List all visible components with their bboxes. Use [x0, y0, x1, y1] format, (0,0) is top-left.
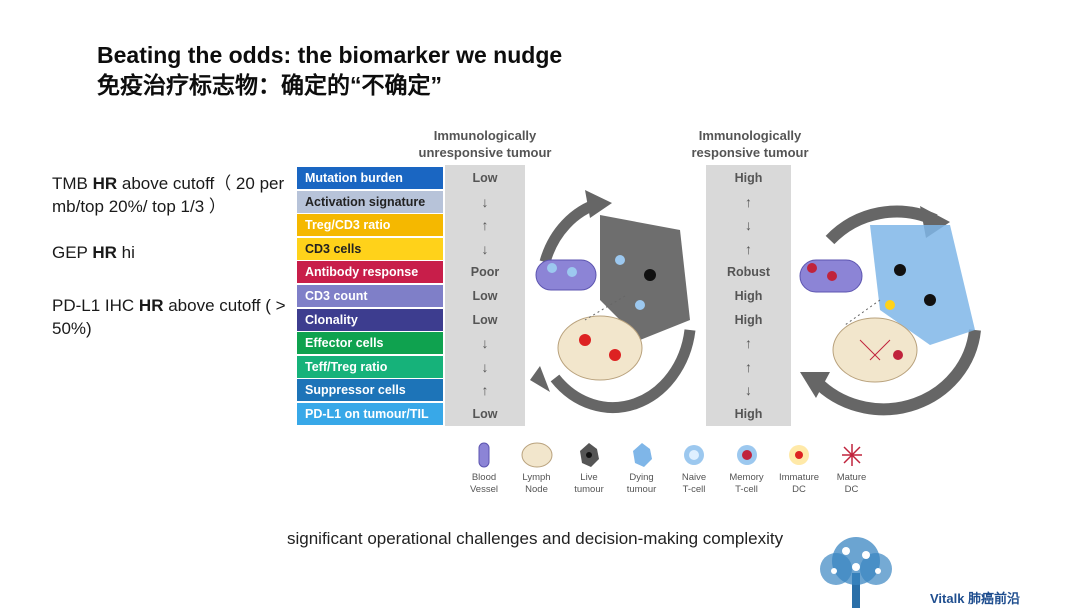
unresponsive-value: Low: [472, 171, 498, 185]
unresponsive-value: Poor: [470, 265, 500, 280]
legend-item: Memory T-cell: [721, 440, 773, 496]
blood-vessel-icon: [458, 440, 510, 470]
legend-label: Lymph Node: [522, 472, 551, 495]
unresponsive-value: ↓: [481, 335, 489, 352]
lymph-node-left: [557, 315, 643, 381]
feature-label: Effector cells: [297, 332, 443, 355]
dying-tumour-icon: [616, 440, 668, 470]
feature-label: CD3 count: [297, 284, 443, 307]
caption: significant operational challenges and d…: [287, 529, 784, 548]
header-responsive: Immunologically responsive tumour: [691, 128, 809, 160]
legend-label: Immature DC: [778, 472, 820, 495]
responsive-value: ↓: [745, 217, 752, 234]
responsive-value: ↑: [745, 240, 752, 257]
responsive-value: High: [734, 312, 763, 327]
lymph-node-icon: [511, 440, 563, 470]
legend-label: Dying tumour: [626, 472, 657, 495]
responsive-value: High: [734, 289, 763, 303]
mature-dc-icon: [826, 440, 878, 470]
unresponsive-value: Low: [472, 312, 498, 327]
feature-label: Treg/CD3 ratio: [297, 214, 443, 237]
tree-logo-icon: [820, 537, 892, 608]
legend-item: Lymph Node: [511, 440, 563, 496]
naive-tcell-icon: [668, 440, 720, 470]
title-chinese: 免疫治疗标志物：确定的“不确定”: [97, 72, 442, 98]
legend-label: Live tumour: [574, 472, 604, 495]
legend-item: Naive T-cell: [668, 440, 720, 496]
unresponsive-value: ↑: [481, 217, 489, 234]
unresponsive-cycle: [530, 190, 696, 413]
unresponsive-value: ↓: [481, 358, 489, 375]
note-tmb: TMB HR above cutoff（ 20 per mb/top 20%/ …: [52, 174, 285, 216]
legend: Blood Vessel Lymph Node Live tumour Dying t…: [458, 440, 888, 500]
responsive-value: High: [734, 407, 763, 421]
blood-vessel-left: [535, 259, 597, 291]
responsive-value: ↑: [745, 193, 752, 210]
responsive-value: High: [734, 171, 763, 185]
unresponsive-value: Low: [472, 407, 498, 421]
unresponsive-value: Low: [472, 289, 498, 303]
legend-label: Memory T-cell: [729, 472, 764, 495]
lymph-node-right: [832, 317, 918, 383]
header-unresponsive: Immunologically unresponsive tumour: [418, 128, 552, 160]
responsive-value: ↑: [745, 335, 752, 352]
immature-dc-icon: [773, 440, 825, 470]
feature-label: Suppressor cells: [297, 379, 443, 402]
legend-item: Immature DC: [773, 440, 825, 496]
unresponsive-value: ↑: [481, 382, 489, 399]
unresponsive-value: ↓: [481, 240, 489, 257]
unresponsive-value: ↓: [481, 193, 489, 210]
responsive-value: ↑: [745, 358, 752, 375]
brand-name: Vitalk 肺癌前沿: [930, 591, 1021, 606]
legend-label: Mature DC: [836, 472, 867, 495]
legend-item: Dying tumour: [616, 440, 668, 496]
legend-item: Mature DC: [826, 440, 878, 496]
note-pdl1: PD-L1 IHC HR above cutoff ( > 50%): [52, 296, 286, 338]
feature-label: Teff/Treg ratio: [297, 355, 443, 378]
dying-tumour-cluster: [870, 225, 975, 345]
legend-label: Naive T-cell: [681, 472, 707, 495]
feature-label: Activation signature: [297, 190, 443, 213]
live-tumour-icon: [563, 440, 615, 470]
feature-label: Mutation burden: [297, 167, 443, 189]
title-english: Beating the odds: the biomarker we nudge: [97, 42, 563, 68]
feature-label: PD-L1 on tumour/TIL: [297, 402, 443, 425]
feature-label: Antibody response: [297, 261, 443, 284]
slide-title: Beating the odds: the biomarker we nudge…: [97, 40, 562, 100]
responsive-value: Robust: [726, 265, 771, 280]
legend-item: Live tumour: [563, 440, 615, 496]
feature-label: Clonality: [297, 308, 443, 331]
responsive-value: ↓: [745, 382, 752, 399]
feature-label: CD3 cells: [297, 237, 443, 260]
note-gep: GEP HR hi: [52, 243, 135, 262]
legend-label: Blood Vessel: [470, 472, 498, 495]
responsive-cycle: [799, 205, 981, 416]
memory-tcell-icon: [721, 440, 773, 470]
legend-item: Blood Vessel: [458, 440, 510, 496]
